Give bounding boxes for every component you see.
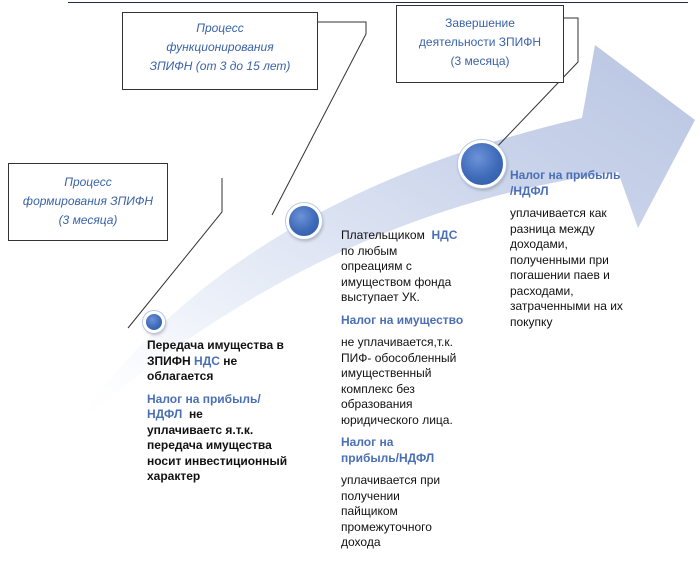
- stage-2-property-heading: Налог на имущество: [341, 312, 464, 327]
- stage-3-line-2: деятельности ЗПИФН: [418, 35, 542, 49]
- stage-2-box: Процесс функционирования ЗПИФН (от 3 до …: [122, 12, 318, 90]
- stage-3-profit-line-8: покупку: [510, 314, 553, 329]
- stage-2-profit-line-5: дохода: [341, 535, 381, 549]
- stage-2-property-line-6: юридического лица.: [341, 412, 453, 427]
- stage-2-property-text: не уплачивается,т.к. ПИФ- обособленный и…: [341, 335, 491, 428]
- stage-2-profit-heading-1: Налог на: [341, 435, 394, 449]
- stage-2-profit-line-3: пайщиком: [341, 504, 398, 518]
- stage-3-profit-line-1: уплачивается как: [510, 206, 607, 220]
- stage-1-profit-not: не: [188, 407, 203, 421]
- connector-stage-1: [127, 178, 223, 329]
- connector-lines: [127, 17, 579, 329]
- stage-2-property-line-1: не уплачивается,т.к.: [341, 335, 453, 349]
- stage-1-profit-heading-1: Налог на прибыль/: [147, 391, 261, 406]
- stage-2-profit-text: уплачивается при получении пайщиком пром…: [341, 473, 491, 551]
- stage-1-line-2: формирования ЗПИФН: [22, 194, 154, 208]
- timeline-node-3: [458, 140, 506, 188]
- stage-3-box: Завершение деятельности ЗПИФН (3 месяца): [396, 5, 564, 83]
- timeline-node-2: [286, 203, 322, 239]
- stage-1-profit-line-2: передача имущества: [147, 438, 272, 452]
- stage-3-profit-line-2: разница между: [510, 221, 595, 236]
- stage-1-vat-fund: ЗПИФН: [147, 353, 191, 368]
- connector-stage-2: [271, 21, 367, 216]
- stage-2-property-line-2: ПИФ- обособленный: [341, 350, 457, 365]
- stage-3-profit-heading-1: Налог на прибыль: [510, 168, 621, 182]
- stage-2-vat-line-2: опреациям с: [341, 259, 412, 273]
- stage-3-profit-line-6: расходами,: [510, 283, 574, 298]
- stage-3-profit-line-4: полученными при: [510, 252, 609, 267]
- stage-3-line-3: (3 месяца): [450, 54, 510, 68]
- stage-2-tax-info: Плательщиком НДС по любым опреациям с им…: [341, 228, 491, 551]
- stage-1-tax-info: Передача имущества в ЗПИФН НДС не облага…: [147, 338, 312, 485]
- stage-2-property-line-4: комплекс без: [341, 381, 415, 396]
- stage-1-profit-line-3: носит инвестиционный: [147, 453, 288, 468]
- top-rule: [68, 2, 688, 3]
- stage-2-profit-line-2: получении: [341, 488, 400, 503]
- stage-2-profit-line-1: уплачивается при: [341, 473, 441, 487]
- stage-2-property-line-5: образования: [341, 397, 413, 411]
- stage-3-profit-text: уплачивается как разница между доходами,…: [510, 206, 660, 330]
- stage-1-vat-line-1: Передача имущества в: [147, 338, 284, 352]
- stage-2-vat-line-3: имуществом фонда: [341, 274, 452, 289]
- stage-2-vat-text: Плательщиком НДС по любым опреациям с им…: [341, 228, 491, 306]
- stage-2-vat-payer: Плательщиком: [341, 228, 425, 242]
- stage-1-vat-not: не: [223, 353, 238, 368]
- stage-3-profit-heading-2: /НДФЛ: [510, 183, 549, 198]
- stage-1-line-3: (3 месяца): [58, 213, 118, 227]
- timeline-node-1: [143, 311, 165, 333]
- stage-2-line-2: функционирования: [166, 40, 274, 54]
- stage-3-tax-info: Налог на прибыль /НДФЛ уплачивается как …: [510, 168, 660, 330]
- stage-2-profit-line-4: промежуточного: [341, 519, 432, 534]
- stage-1-profit-line-4: характер: [147, 469, 201, 483]
- stage-2-line-3: ЗПИФН (от 3 до 15 лет): [149, 59, 291, 73]
- stage-1-profit-line-1: уплачиваетс я.т.к.: [147, 422, 254, 437]
- stage-2-vat-label: НДС: [431, 228, 458, 242]
- stage-1-vat-label: НДС: [194, 353, 220, 368]
- stage-3-profit-line-5: погашении паев и: [510, 268, 610, 282]
- stage-2-line-1: Процесс: [196, 21, 244, 35]
- stage-1-vat-line-3: облагается: [147, 369, 214, 383]
- stage-1-profit-heading-2: НДФЛ: [147, 407, 183, 421]
- stage-3-profit-heading: Налог на прибыль /НДФЛ: [510, 168, 660, 199]
- stage-3-profit-line-7: затраченными на их: [510, 299, 623, 313]
- stage-3-profit-line-3: доходами,: [510, 237, 568, 251]
- connector-stage-3: [493, 17, 579, 151]
- stage-2-vat-line-4: выступает УК.: [341, 290, 420, 304]
- stage-2-profit-heading-2: прибыль/НДФЛ: [341, 450, 435, 465]
- stage-2-vat-line-1: по любым: [341, 243, 398, 258]
- stage-1-vat-text: Передача имущества в ЗПИФН НДС не облага…: [147, 338, 312, 385]
- curved-arrow-shape: [70, 45, 695, 432]
- stage-3-line-1: Завершение: [445, 16, 515, 30]
- stage-1-line-1: Процесс: [64, 175, 112, 189]
- stage-2-profit-heading: Налог на прибыль/НДФЛ: [341, 435, 491, 466]
- stage-1-box: Процесс формирования ЗПИФН (3 месяца): [8, 163, 168, 241]
- stage-2-property-line-3: имущественный: [341, 366, 432, 380]
- stage-1-profit-text: Налог на прибыль/ НДФЛ не уплачиваетс я.…: [147, 392, 312, 485]
